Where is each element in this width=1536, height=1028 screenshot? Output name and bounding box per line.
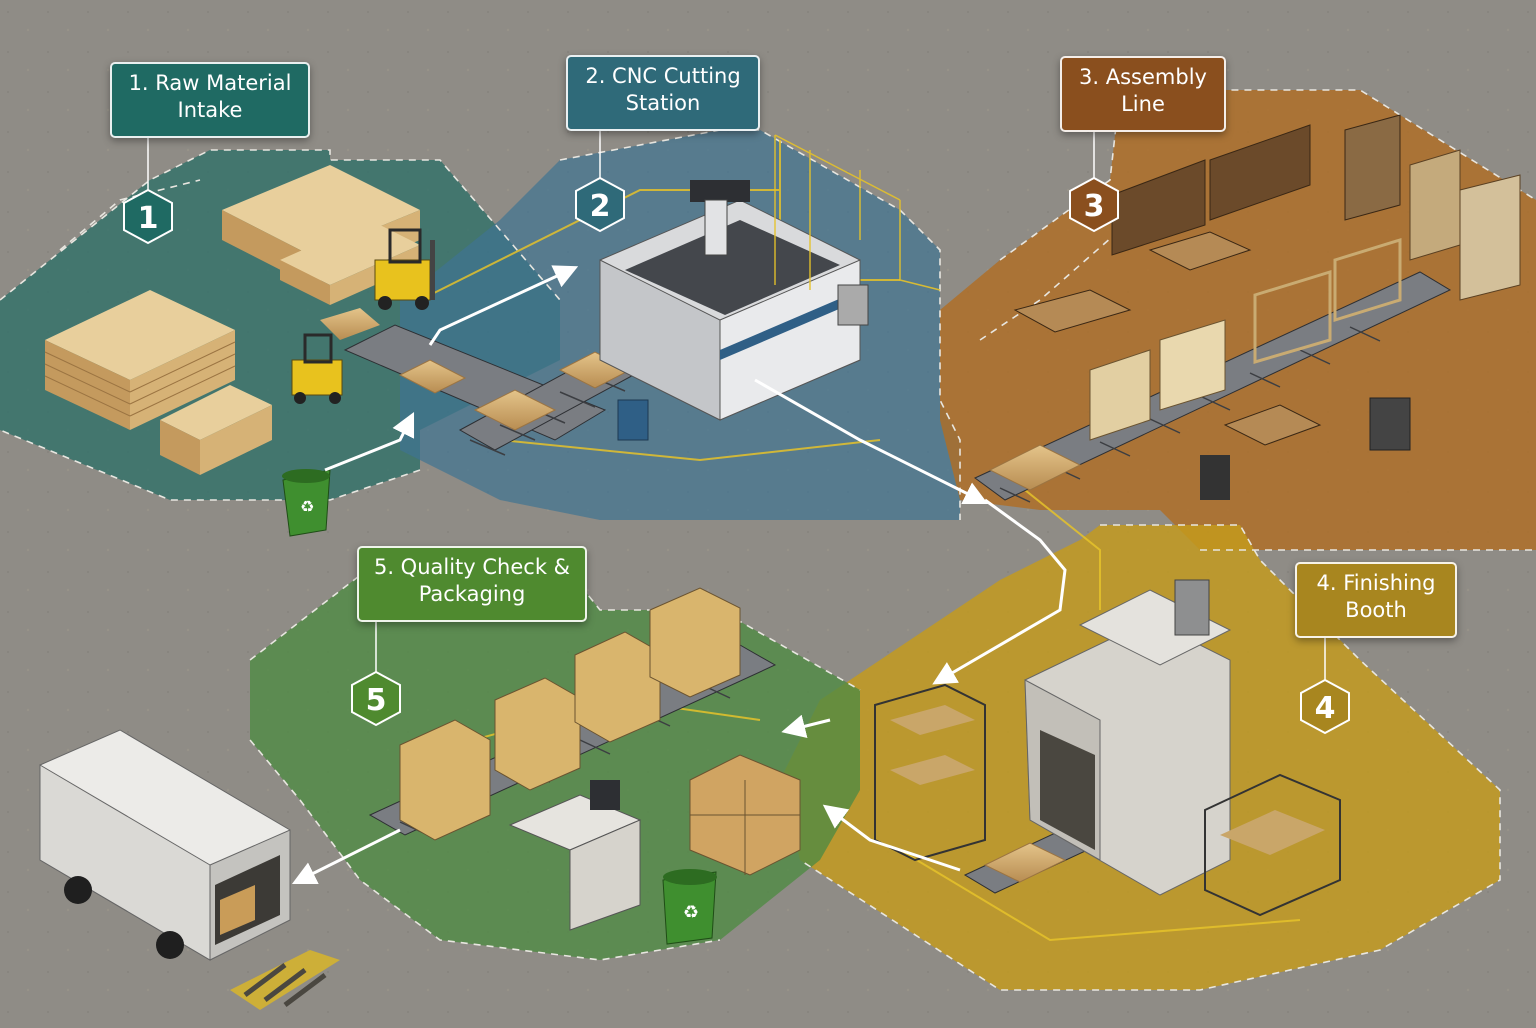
- station-label-line1: 1. Raw Material: [128, 71, 292, 95]
- station-label-line2: Booth: [1345, 598, 1407, 622]
- station-label-line1: 2. CNC Cutting: [585, 64, 741, 88]
- station-label-assembly: 3. Assembly Line: [1060, 56, 1226, 132]
- station-label-line2: Line: [1121, 92, 1165, 116]
- station-label-line2: Station: [625, 91, 701, 115]
- svg-text:♻: ♻: [300, 497, 314, 516]
- station-number-badge-3: 3: [1069, 176, 1119, 233]
- forklift-icon: [374, 228, 435, 310]
- safety-fence: [774, 134, 941, 291]
- wood-panels: [398, 351, 1137, 883]
- station-label-quality: 5. Quality Check & Packaging: [357, 546, 587, 622]
- forklift-icon: [291, 308, 380, 404]
- station-number-4: 4: [1315, 691, 1336, 726]
- station-number-3: 3: [1084, 189, 1105, 224]
- station-label-raw-material: 1. Raw Material Intake: [110, 62, 310, 138]
- recycle-bin-icon: ♻: [662, 869, 717, 945]
- waste-bin-icon: [617, 399, 649, 441]
- station-label-line1: 4. Finishing: [1316, 571, 1436, 595]
- packaging-equipment: [399, 587, 801, 931]
- finishing-booth: [874, 579, 1341, 917]
- station-number-badge-2: 2: [575, 176, 625, 233]
- station-label-line2: Packaging: [418, 582, 526, 606]
- callout-lines: [147, 130, 1326, 688]
- station-number-badge-4: 4: [1300, 678, 1350, 735]
- station-label-line1: 3. Assembly: [1079, 65, 1207, 89]
- station-number-5: 5: [366, 683, 387, 718]
- station-number-badge-1: 1: [123, 188, 173, 245]
- station-number-1: 1: [138, 201, 159, 236]
- loading-dock-hazard-stripes: [230, 950, 340, 1010]
- station-number-2: 2: [590, 189, 611, 224]
- recycle-bin-icon: ♻: [282, 469, 331, 537]
- station-label-line1: 5. Quality Check &: [373, 555, 571, 579]
- station-label-finishing: 4. Finishing Booth: [1295, 562, 1457, 638]
- station-label-line2: Intake: [177, 98, 243, 122]
- station-number-badge-5: 5: [351, 670, 401, 727]
- svg-text:♻: ♻: [683, 902, 699, 923]
- station-label-cnc: 2. CNC Cutting Station: [566, 55, 760, 131]
- assembly-equipment: [1013, 114, 1521, 500]
- flow-arrow-icon: [291, 265, 1067, 885]
- delivery-truck-icon: [39, 729, 291, 961]
